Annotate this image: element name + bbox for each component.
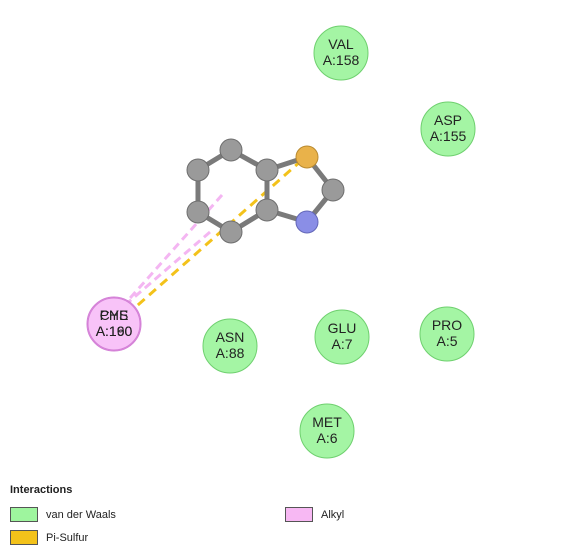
pi-sulfur-line bbox=[129, 158, 303, 314]
legend-label: Pi-Sulfur bbox=[46, 531, 89, 544]
interaction-lines bbox=[109, 158, 303, 320]
residue-name: PRO bbox=[432, 317, 462, 333]
residue-number: A:160 bbox=[96, 323, 133, 339]
residue-name: PHE bbox=[100, 307, 129, 323]
legend-label: Alkyl bbox=[321, 508, 345, 521]
residue-number: A:158 bbox=[323, 52, 360, 68]
residue-number: A:155 bbox=[430, 128, 467, 144]
residue-alkyl-overlap: CYS A:160 PHE A:190 bbox=[86, 296, 142, 352]
sulfur-atom bbox=[295, 145, 319, 169]
interactions-legend: Interactions van der Waals Pi-Sulfur Alk… bbox=[10, 484, 550, 554]
residue-number: A:7 bbox=[331, 336, 352, 352]
pi-sulfur-swatch bbox=[10, 530, 38, 545]
residue-name: ASN bbox=[216, 329, 245, 345]
legend-item-pi-sulfur: Pi-Sulfur bbox=[10, 530, 88, 545]
residue-name: VAL bbox=[328, 36, 354, 52]
residue-glu7: GLU A:7 bbox=[314, 309, 370, 365]
carbon-atom bbox=[255, 158, 279, 182]
carbon-atom bbox=[219, 220, 243, 244]
legend-title: Interactions bbox=[10, 484, 73, 496]
residue-name: GLU bbox=[328, 320, 357, 336]
residue-pro5: PRO A:5 bbox=[419, 306, 475, 362]
vdw-swatch bbox=[10, 507, 38, 522]
residue-number: A:6 bbox=[316, 430, 337, 446]
residue-number: A:190 bbox=[96, 323, 133, 339]
residue-asp155: ASP A:155 bbox=[420, 101, 476, 157]
residue-met6: MET A:6 bbox=[299, 403, 355, 459]
carbon-atom bbox=[255, 198, 279, 222]
residue-name: MET bbox=[312, 414, 342, 430]
carbon-atom bbox=[321, 178, 345, 202]
legend-item-alkyl: Alkyl bbox=[285, 507, 344, 522]
residue-name: ASP bbox=[434, 112, 462, 128]
residue-number: A:5 bbox=[436, 333, 457, 349]
legend-item-vdw: van der Waals bbox=[10, 507, 116, 522]
alkyl-swatch bbox=[285, 507, 313, 522]
residue-name: CYS bbox=[100, 307, 129, 323]
carbon-atom bbox=[219, 138, 243, 162]
legend-label: van der Waals bbox=[46, 508, 116, 521]
ligand-atoms bbox=[186, 138, 345, 244]
carbon-atom bbox=[186, 158, 210, 182]
residue-asn88: ASN A:88 bbox=[202, 318, 258, 374]
residue-number: A:88 bbox=[216, 345, 245, 361]
residue-val158: VAL A:158 bbox=[313, 25, 369, 81]
interaction-diagram: VAL A:158 ASP A:155 ASN A:88 GLU A:7 PRO… bbox=[86, 25, 476, 459]
carbon-atom bbox=[186, 200, 210, 224]
nitrogen-atom bbox=[295, 210, 319, 234]
